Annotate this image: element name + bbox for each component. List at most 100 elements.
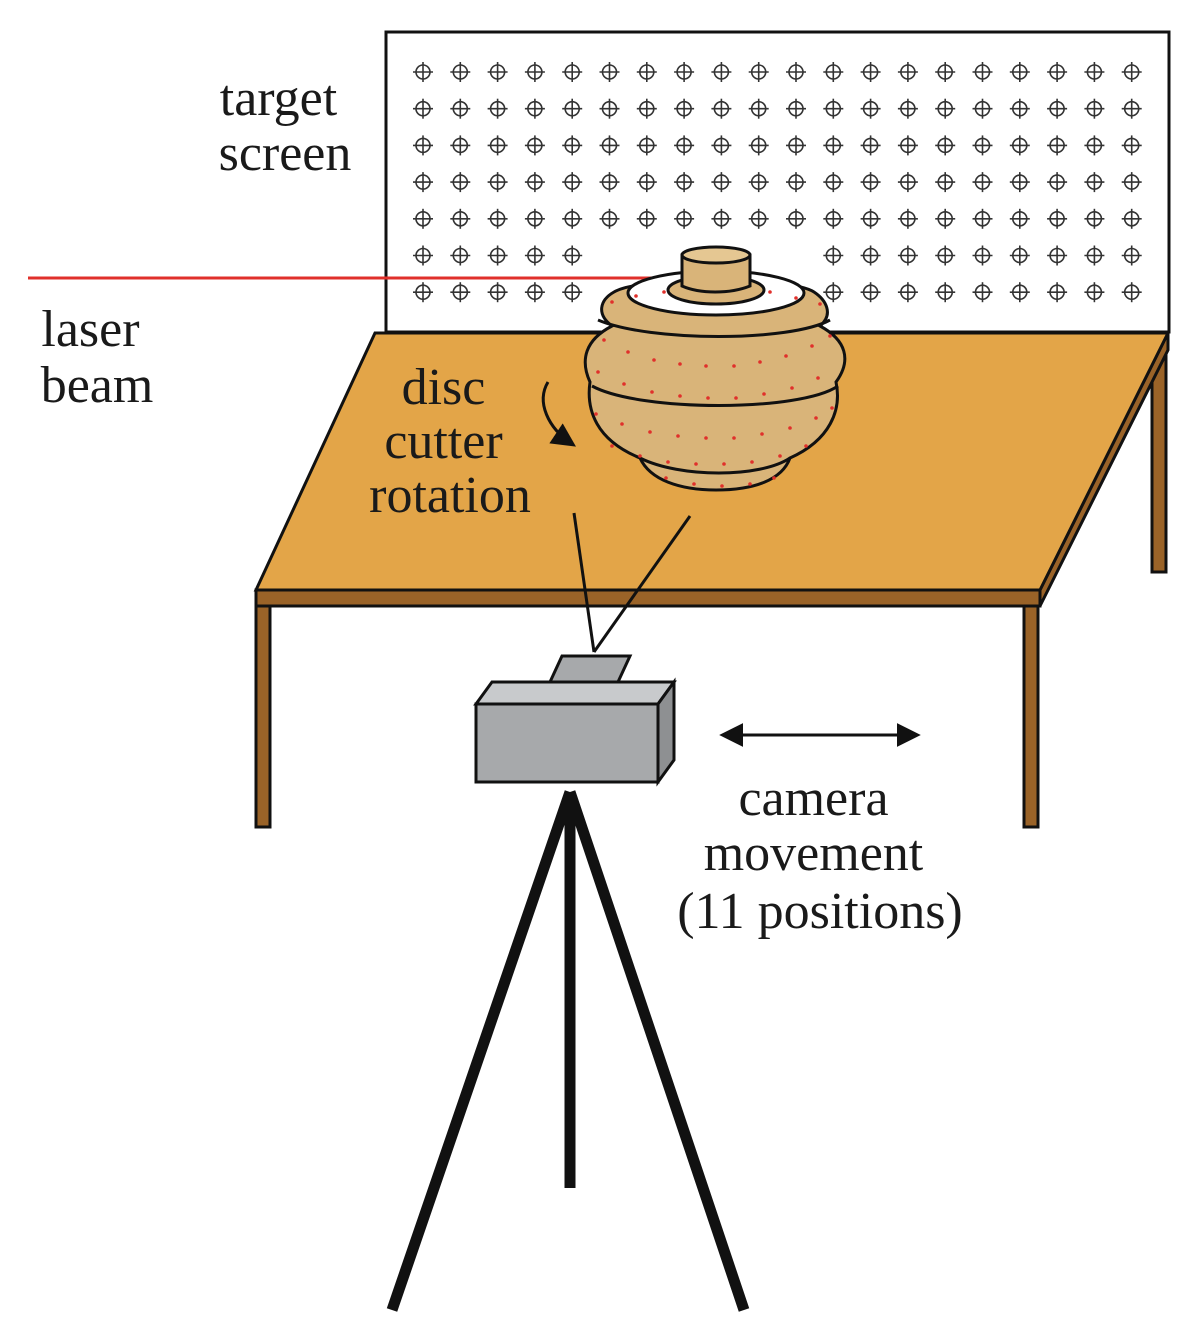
- crosshair-icon: [1121, 282, 1142, 303]
- crosshair-icon: [897, 282, 918, 303]
- laser-point-dot: [648, 430, 652, 434]
- crosshair-icon: [897, 135, 918, 156]
- crosshair-icon: [972, 245, 993, 266]
- crosshair-icon: [823, 208, 844, 229]
- crosshair-icon: [413, 98, 433, 119]
- camera-viewfinder: [547, 654, 633, 684]
- laser-point-dot: [762, 392, 766, 396]
- laser-point-dot: [662, 290, 666, 294]
- crosshair-icon: [935, 172, 956, 193]
- crosshair-icon: [524, 245, 545, 266]
- crosshair-icon: [636, 98, 657, 119]
- crosshair-icon: [636, 208, 657, 229]
- crosshair-icon: [748, 172, 769, 193]
- laser-point-dot: [692, 482, 696, 486]
- target-screen-label-line-1: target: [220, 70, 338, 127]
- crosshair-icon: [748, 135, 769, 156]
- crosshair-icon: [599, 172, 620, 193]
- table-front-edge: [254, 588, 1042, 608]
- crosshair-icon: [972, 98, 993, 119]
- laser-beam-label-line-2: beam: [41, 357, 154, 414]
- tripod-leg-left: [386, 790, 576, 1312]
- laser-point-dot: [794, 296, 798, 300]
- table-leg-front-right: [1022, 603, 1040, 829]
- crosshair-icon: [674, 135, 695, 156]
- crosshair-icon: [897, 245, 918, 266]
- target-screen-label: target screen: [219, 70, 352, 182]
- laser-point-dot: [634, 294, 638, 298]
- crosshair-icon: [1047, 208, 1068, 229]
- crosshair-icon: [1121, 98, 1142, 119]
- crosshair-icon: [1121, 172, 1142, 193]
- laser-point-dot: [804, 444, 808, 448]
- crosshair-icon: [562, 135, 583, 156]
- laser-point-dot: [732, 364, 736, 368]
- crosshair-icon: [1121, 245, 1142, 266]
- crosshair-icon: [1009, 135, 1030, 156]
- crosshair-icon: [487, 208, 508, 229]
- laser-point-dot: [666, 460, 670, 464]
- disc-cutter-hub: [680, 253, 752, 294]
- laser-point-dot: [620, 422, 624, 426]
- laser-point-dot: [622, 382, 626, 386]
- curved-arrow-icon: [541, 381, 576, 447]
- crosshair-icon: [935, 62, 956, 82]
- crosshair-icon: [972, 135, 993, 156]
- laser-point-dot: [626, 350, 630, 354]
- tripod-leg-right: [564, 790, 750, 1312]
- crosshair-icon: [1121, 62, 1142, 82]
- camera-front-face: [474, 702, 660, 784]
- crosshair-icon: [413, 245, 433, 266]
- crosshair-icon: [1047, 135, 1068, 156]
- crosshair-icon: [450, 172, 471, 193]
- crosshair-icon: [599, 208, 620, 229]
- laser-point-dot: [704, 436, 708, 440]
- laser-point-dot: [828, 334, 832, 338]
- laser-point-dot: [610, 444, 614, 448]
- crosshair-icon: [711, 135, 732, 156]
- laser-point-dot: [638, 454, 642, 458]
- crosshair-icon: [1047, 282, 1068, 303]
- crosshair-icon: [599, 135, 620, 156]
- laser-point-dot: [758, 360, 762, 364]
- laser-point-dot: [818, 302, 822, 306]
- crosshair-icon: [860, 245, 881, 266]
- laser-point-dot: [694, 462, 698, 466]
- crosshair-icon: [897, 98, 918, 119]
- laser-point-dot: [790, 386, 794, 390]
- laser-point-dot: [768, 290, 772, 294]
- crosshair-icon: [935, 245, 956, 266]
- table-leg-front-left: [254, 603, 272, 829]
- disc-cutter: [583, 245, 847, 492]
- crosshair-icon: [1009, 62, 1030, 82]
- crosshair-icon: [972, 208, 993, 229]
- crosshair-icon: [562, 172, 583, 193]
- laser-point-dot: [722, 462, 726, 466]
- crosshair-icon: [450, 208, 471, 229]
- crosshair-icon: [1047, 98, 1068, 119]
- crosshair-icon: [786, 62, 806, 82]
- crosshair-icon: [450, 135, 471, 156]
- crosshair-icon: [599, 62, 620, 82]
- laser-point-dot: [788, 426, 792, 430]
- crosshair-icon: [935, 282, 956, 303]
- laser-point-dot: [816, 376, 820, 380]
- camera-view-line-right: [592, 515, 692, 653]
- crosshair-icon: [524, 282, 545, 303]
- crosshair-icon: [413, 208, 433, 229]
- crosshair-icon: [823, 282, 844, 303]
- crosshair-icon: [860, 172, 881, 193]
- crosshair-icon: [897, 208, 918, 229]
- crosshair-icon: [711, 62, 732, 82]
- laser-point-dot: [652, 358, 656, 362]
- crosshair-icon: [1084, 98, 1105, 119]
- disc-cutter-ridge-top: [597, 318, 831, 338]
- crosshair-icon: [935, 208, 956, 229]
- crosshair-icon: [487, 98, 508, 119]
- crosshair-icon: [860, 208, 881, 229]
- crosshair-icon: [524, 62, 545, 82]
- crosshair-icon: [972, 282, 993, 303]
- disc-cutter-rotation-label-line-1: disc: [402, 359, 486, 416]
- crosshair-icon: [935, 98, 956, 119]
- disc-cutter-rotation-label: disc cutter rotation: [369, 359, 531, 524]
